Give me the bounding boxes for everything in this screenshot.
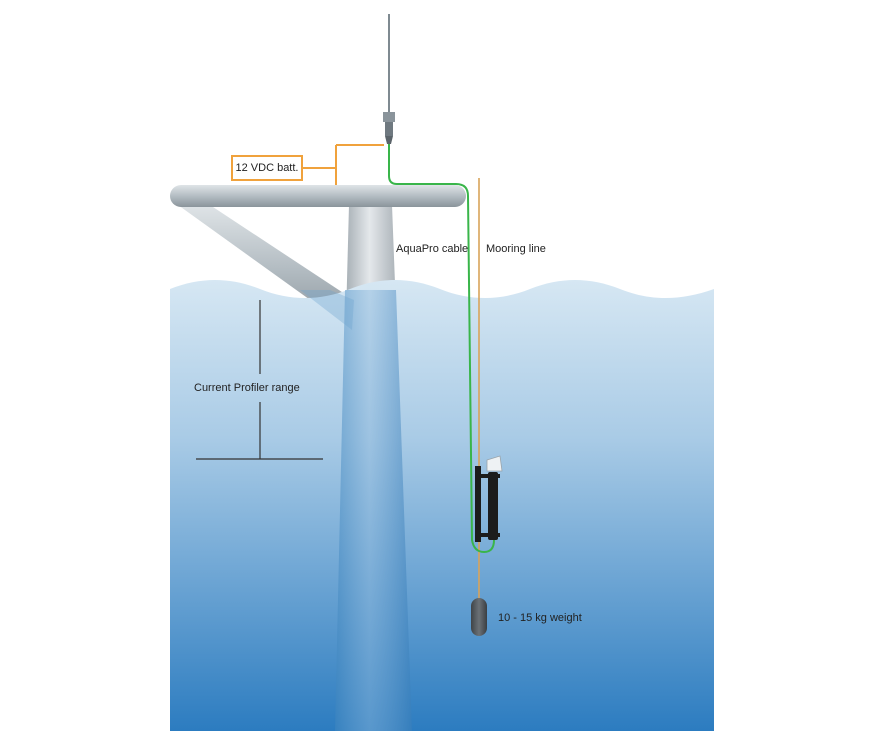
mooring-line-label: Mooring line <box>486 243 546 255</box>
antenna-icon <box>383 14 395 144</box>
pole-underwater <box>335 290 412 731</box>
sinker-weight-icon <box>471 598 487 636</box>
battery-wire <box>303 144 384 186</box>
brace-underwater <box>300 290 354 330</box>
water <box>170 280 714 731</box>
battery-label: 12 VDC batt. <box>235 162 299 174</box>
profiler-range-label: Current Profiler range <box>194 382 300 394</box>
aquapro-cable <box>388 144 495 554</box>
battery-box: 12 VDC batt. <box>231 155 303 181</box>
profiler-range-bracket <box>196 300 323 460</box>
weight-label: 10 - 15 kg weight <box>498 612 582 624</box>
horizontal-beam <box>170 185 466 207</box>
current-profiler-icon <box>475 455 503 542</box>
aquapro-cable-label: AquaPro cable <box>396 243 469 255</box>
